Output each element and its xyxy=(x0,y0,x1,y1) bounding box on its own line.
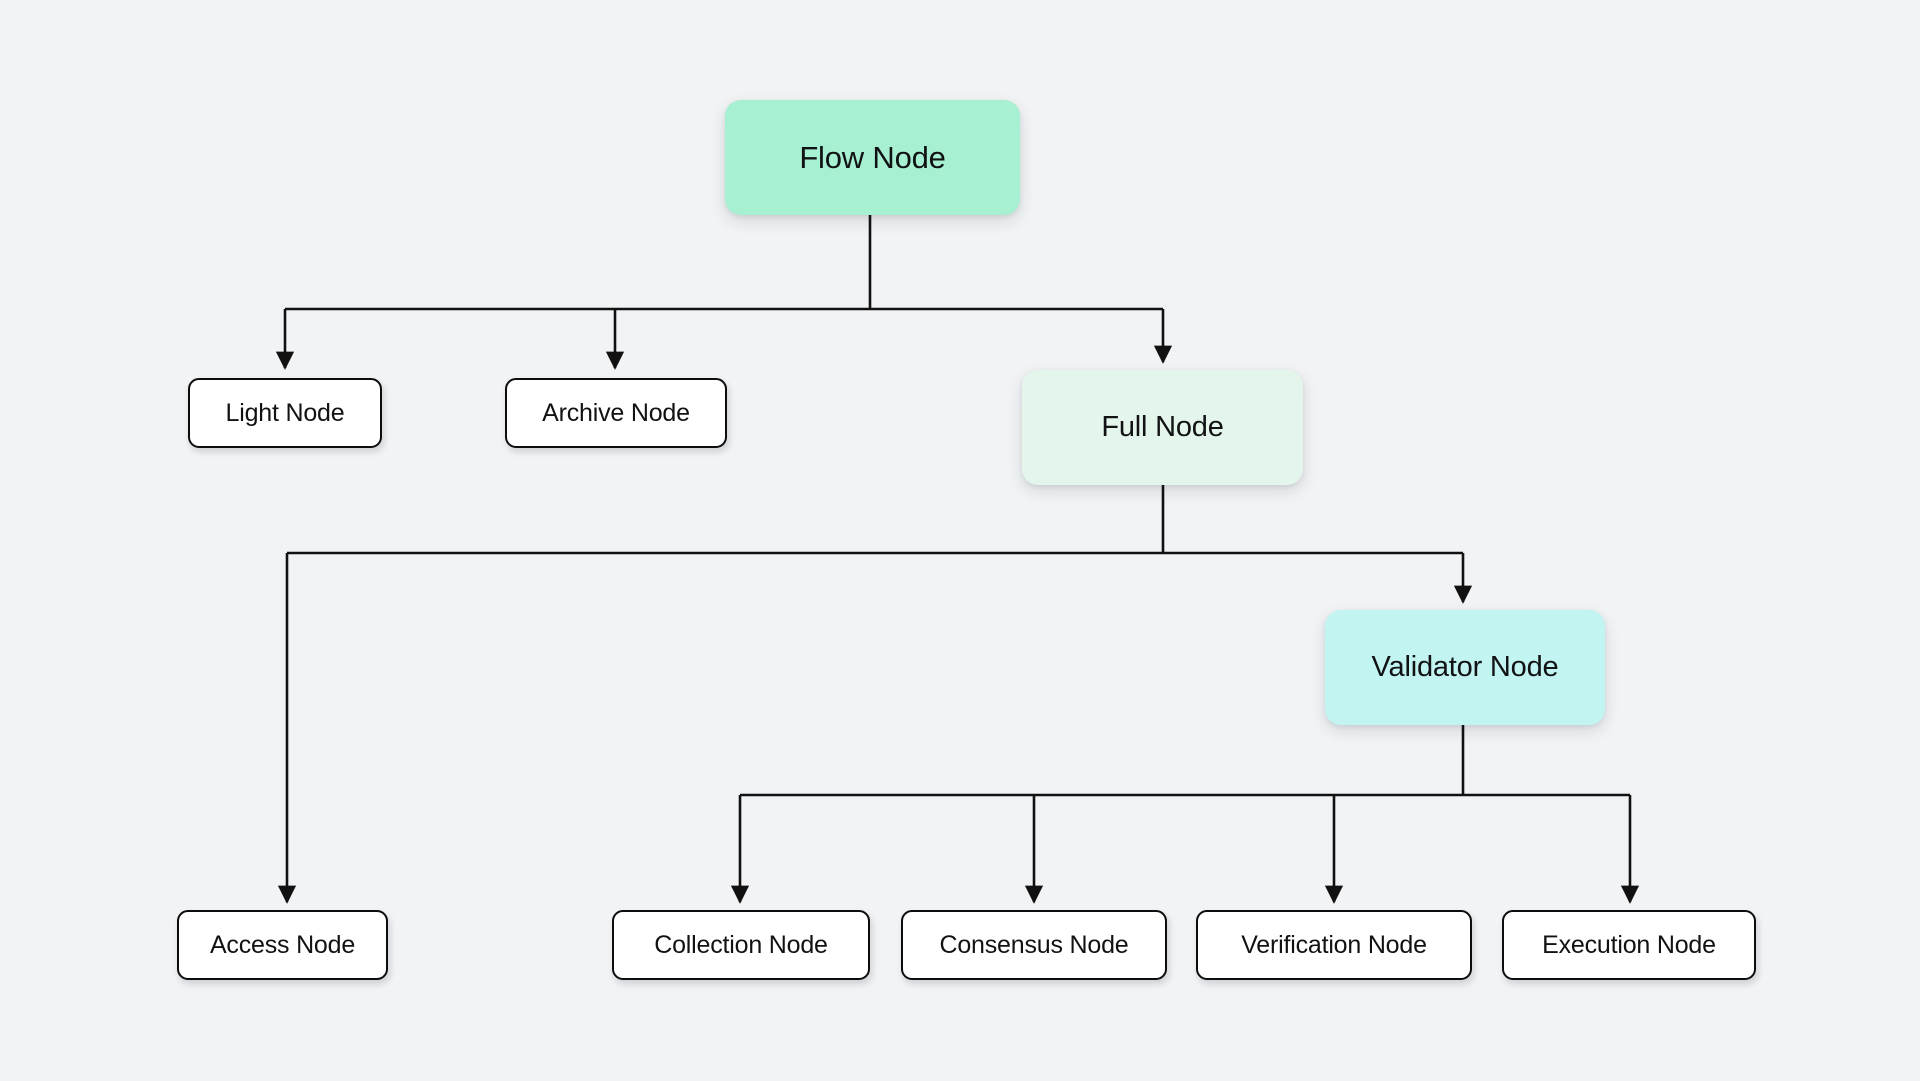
node-flow-node[interactable]: Flow Node xyxy=(725,100,1020,215)
node-verification-node[interactable]: Verification Node xyxy=(1196,910,1472,980)
node-collection-node[interactable]: Collection Node xyxy=(612,910,870,980)
node-access-node[interactable]: Access Node xyxy=(177,910,388,980)
node-label: Light Node xyxy=(225,398,345,427)
node-label: Validator Node xyxy=(1371,651,1559,683)
node-label: Access Node xyxy=(209,930,356,959)
node-label: Verification Node xyxy=(1241,930,1427,959)
node-label: Flow Node xyxy=(799,139,946,175)
edge-flow-node-bus xyxy=(285,215,1163,311)
node-execution-node[interactable]: Execution Node xyxy=(1502,910,1756,980)
node-label: Execution Node xyxy=(1542,930,1716,959)
node-consensus-node[interactable]: Consensus Node xyxy=(901,910,1167,980)
edge-full-node-bus xyxy=(287,485,1463,555)
node-label: Archive Node xyxy=(542,398,690,427)
node-label: Collection Node xyxy=(654,930,828,959)
node-validator-node[interactable]: Validator Node xyxy=(1325,610,1605,725)
node-archive-node[interactable]: Archive Node xyxy=(505,378,727,448)
node-label: Consensus Node xyxy=(939,930,1129,959)
node-full-node[interactable]: Full Node xyxy=(1022,370,1303,485)
node-light-node[interactable]: Light Node xyxy=(188,378,382,448)
node-label: Full Node xyxy=(1101,411,1224,443)
edge-validator-node-bus xyxy=(740,725,1630,797)
